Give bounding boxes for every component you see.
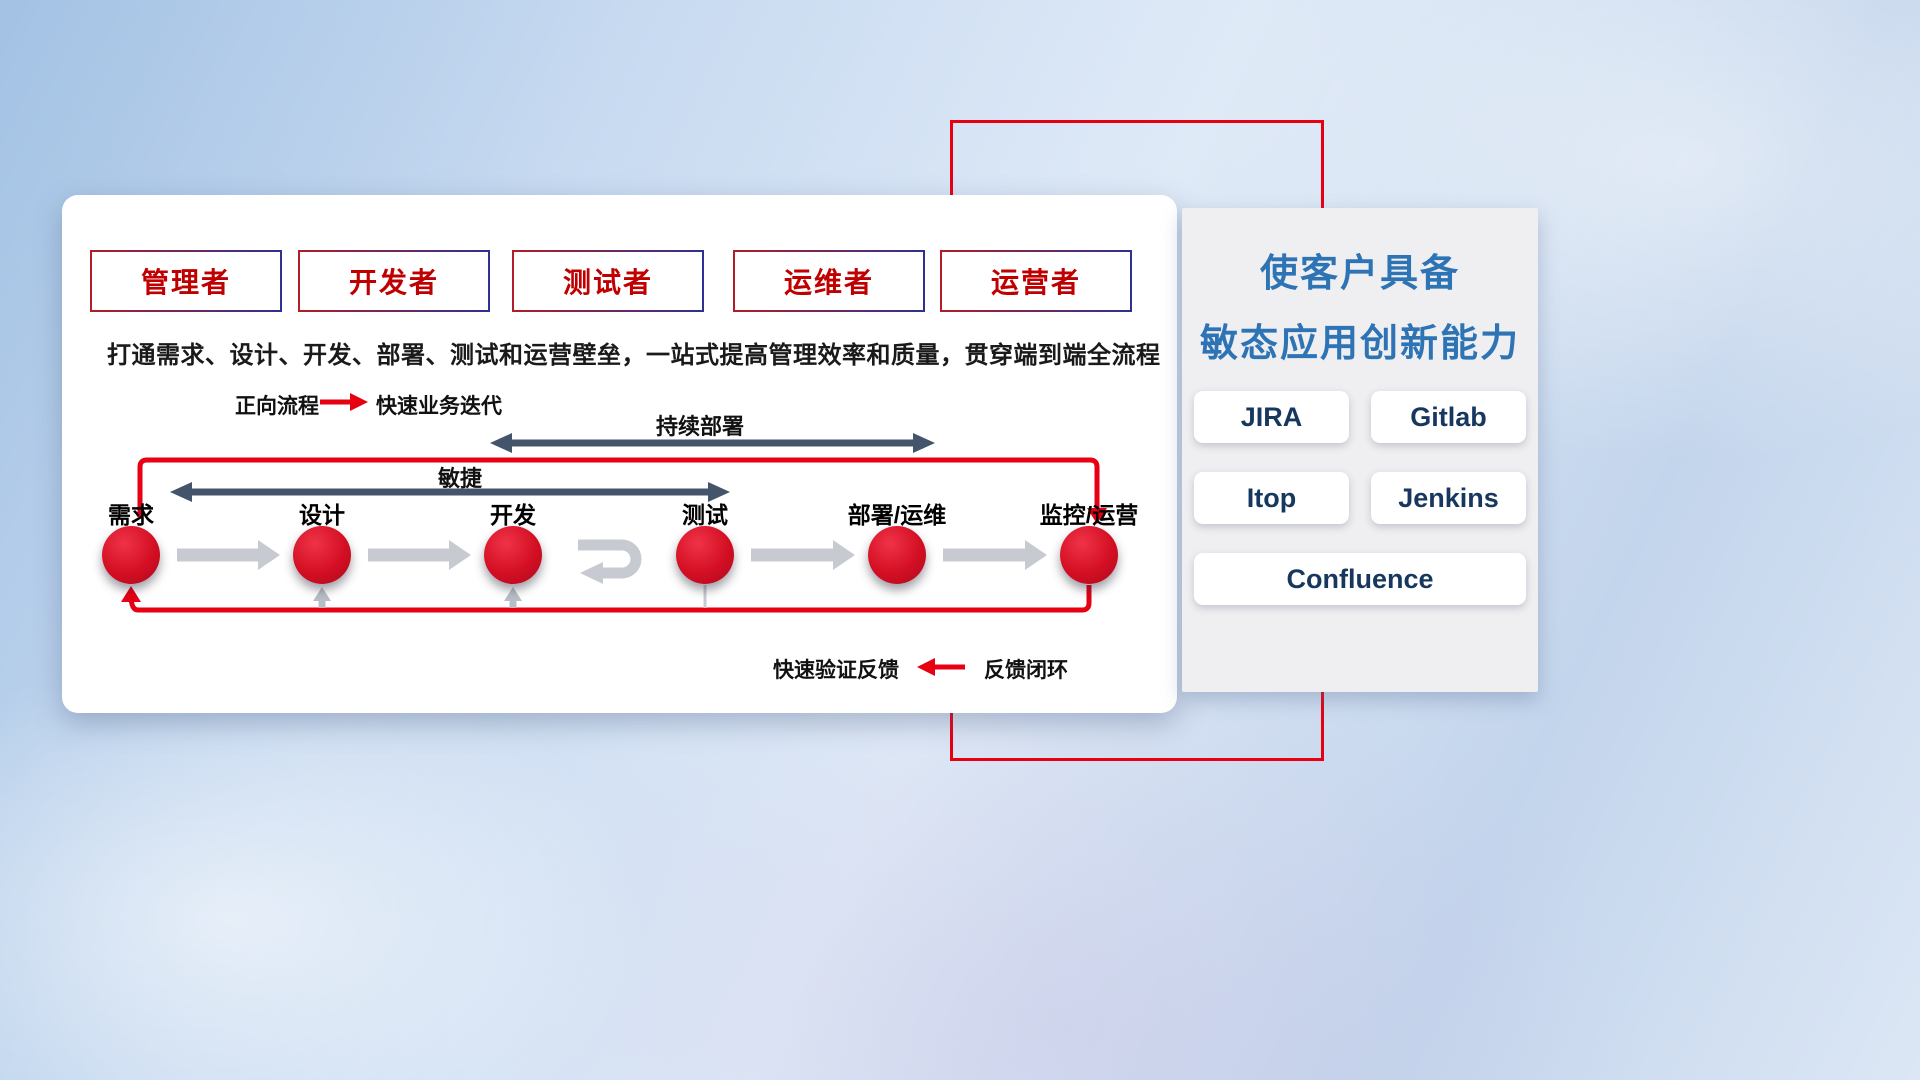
forward-loop-arrow (137, 457, 1107, 524)
stage-label-deploy-ops: 部署/运维 (847, 502, 947, 528)
iteration-loop-icon (578, 539, 642, 584)
role-box-tester: 测试者 (512, 250, 704, 312)
node-testing (676, 526, 734, 584)
forward-legend-label: 正向流程 (235, 395, 319, 418)
tool-confluence: Confluence (1194, 553, 1526, 605)
panel-subtitle: 打通需求、设计、开发、部署、测试和运营壁垒，一站式提高管理效率和质量，贯穿端到端… (107, 342, 1161, 369)
node-deploy-ops (868, 526, 926, 584)
feedback-loop-arrow (121, 585, 1092, 613)
forward-legend-desc: 快速业务迭代 (376, 395, 502, 418)
role-box-ops: 运维者 (733, 250, 925, 312)
devops-flow-panel: 管理者 开发者 测试者 运维者 运营者 打通需求、设计、开发、部署、测试和运营壁… (62, 195, 1177, 713)
agile-range-label: 敏捷 (437, 466, 483, 491)
feedback-legend-label: 反馈闭环 (984, 659, 1068, 682)
capability-panel: 使客户具备 敏态应用创新能力 JIRA Gitlab Itop Jenkins … (1182, 208, 1538, 692)
stage-label-monitor-ops: 监控/运营 (1039, 502, 1139, 528)
tool-itop: Itop (1194, 472, 1349, 524)
tool-badge-grid: JIRA Gitlab Itop Jenkins Confluence (1194, 391, 1526, 605)
tool-jira: JIRA (1194, 391, 1349, 443)
role-box-developer: 开发者 (298, 250, 490, 312)
tool-gitlab: Gitlab (1371, 391, 1526, 443)
deploy-range-label: 持续部署 (655, 414, 745, 439)
node-design (293, 526, 351, 584)
role-box-operator: 运营者 (940, 250, 1132, 312)
feedback-up-arrow-icons (313, 585, 707, 608)
tool-jenkins: Jenkins (1371, 472, 1526, 524)
role-box-manager: 管理者 (90, 250, 282, 312)
capability-title-line1: 使客户具备 (1259, 253, 1460, 295)
stage-label-testing: 测试 (682, 502, 728, 528)
stage-label-design: 设计 (299, 502, 345, 528)
node-development (484, 526, 542, 584)
feedback-legend-desc: 快速验证反馈 (773, 659, 899, 682)
forward-legend-arrow-icon (320, 393, 368, 411)
node-monitor-ops (1060, 526, 1118, 584)
node-requirements (102, 526, 160, 584)
stage-label-development: 开发 (490, 502, 536, 528)
stage-label-requirements: 需求 (108, 502, 154, 528)
feedback-legend-arrow-icon (917, 658, 965, 676)
capability-title-line2: 敏态应用创新能力 (1199, 323, 1520, 365)
